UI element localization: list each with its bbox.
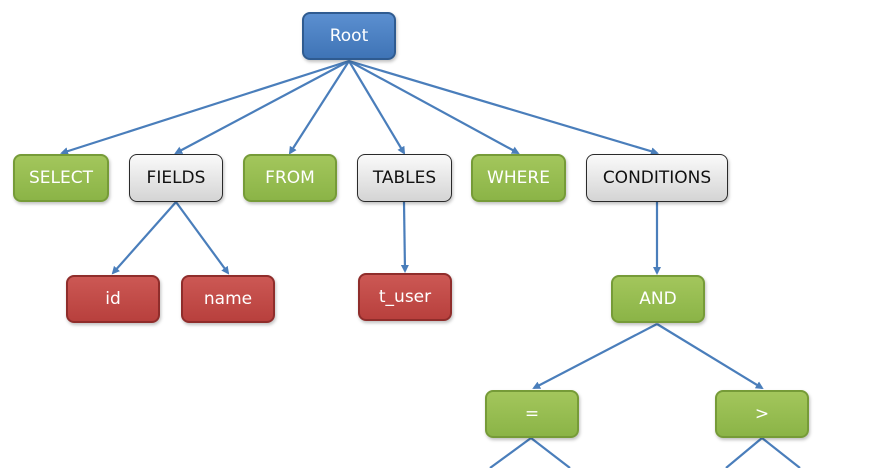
edge-root-where [348, 60, 520, 154]
edge-and-gt [656, 323, 764, 390]
edge-root-from [288, 60, 350, 155]
edge-fields-name [175, 201, 230, 275]
node-id: id [66, 275, 160, 323]
node-select: SELECT [13, 154, 109, 202]
node-conditions: CONDITIONS [586, 154, 728, 202]
edge-gt-right [761, 437, 801, 468]
edge-tables-tuser [400, 201, 409, 273]
node-from: FROM [243, 154, 337, 202]
edge-fields-id [111, 201, 177, 275]
edge-root-select [60, 59, 350, 155]
node-and: AND [611, 275, 705, 323]
node-fields: FIELDS [129, 154, 223, 202]
node-root: Root [302, 12, 396, 60]
edge-eq-right [530, 437, 571, 468]
edge-and-eq [532, 323, 658, 389]
edge-gt-left [725, 437, 763, 468]
node-equals: = [485, 390, 579, 438]
edge-root-tables [348, 60, 406, 155]
node-where: WHERE [471, 154, 566, 202]
edge-root-conditions [348, 59, 659, 156]
node-t-user: t_user [358, 273, 452, 321]
node-greater-than: > [715, 390, 809, 438]
node-name: name [181, 275, 275, 323]
edge-eq-left [489, 437, 532, 468]
edge-root-fields [174, 60, 350, 154]
node-tables: TABLES [357, 154, 452, 202]
